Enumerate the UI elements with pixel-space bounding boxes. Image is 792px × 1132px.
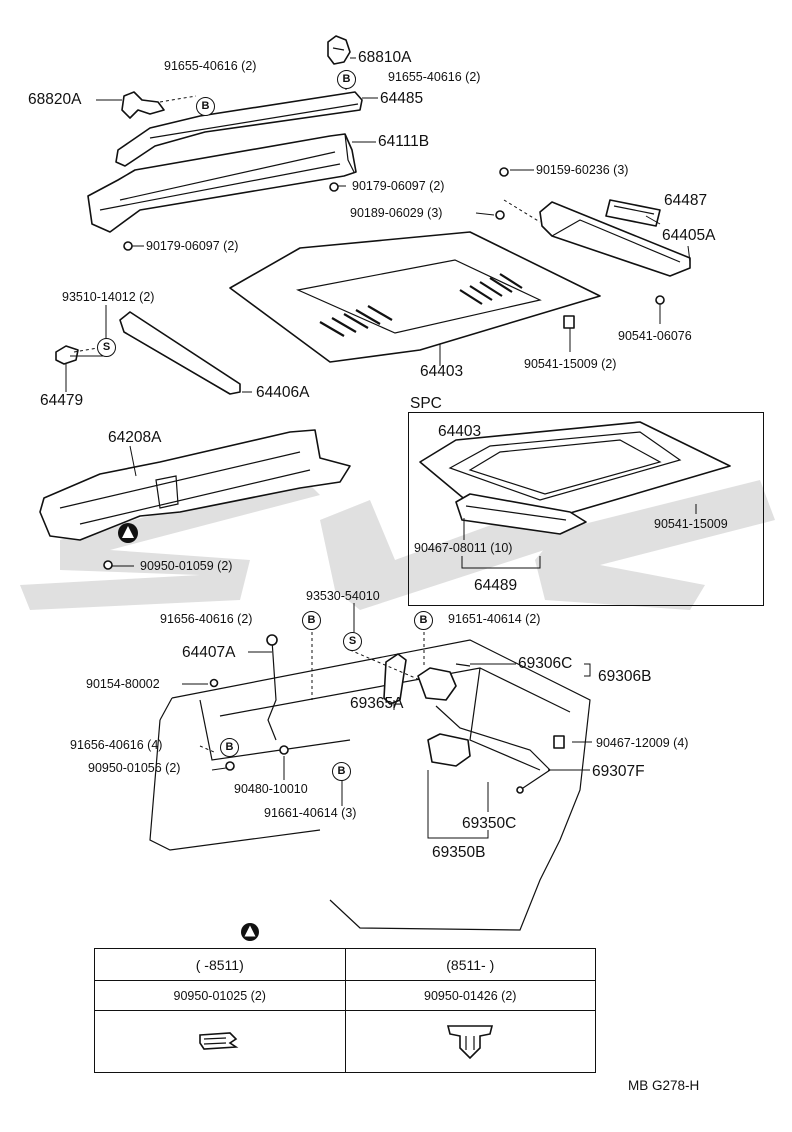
clip-left-icon xyxy=(198,1032,239,1050)
fasteners-lower xyxy=(103,560,565,771)
label-69306C: 69306C xyxy=(518,655,573,672)
part-69306B xyxy=(417,663,471,701)
spc-inset-box xyxy=(408,412,764,606)
legend-part-right: 90950-01426 (2) xyxy=(344,980,596,1011)
leader-lines xyxy=(65,57,697,839)
part-64487 xyxy=(605,199,661,227)
label-90480: 90480-10010 xyxy=(234,782,308,796)
label-91656-2: 91656-40616 (2) xyxy=(160,612,253,626)
label-90467-12009: 90467-12009 (4) xyxy=(596,736,689,750)
legend-clip-left xyxy=(94,1010,346,1073)
label-64406A: 64406A xyxy=(256,384,310,401)
label-64485: 64485 xyxy=(380,90,424,107)
part-64403 xyxy=(229,231,601,363)
clip-right-icon xyxy=(447,1025,494,1060)
dashed-leaders-top xyxy=(73,70,541,353)
part-64405A xyxy=(539,201,691,277)
spc-label-90467: 90467-08011 (10) xyxy=(414,541,513,555)
label-91661: 91661-40614 (3) xyxy=(264,806,357,820)
badge-b: B xyxy=(414,611,433,630)
badge-s: S xyxy=(97,338,116,357)
label-90159: 90159-60236 (3) xyxy=(536,163,629,177)
spc-label-64403: 64403 xyxy=(438,423,482,440)
spc-sunroof-panel xyxy=(419,421,731,535)
badge-s: S xyxy=(343,632,362,651)
label-69307F: 69307F xyxy=(592,763,645,780)
label-64487: 64487 xyxy=(664,192,708,209)
rear-body-floor xyxy=(149,639,591,931)
spc-label-90541: 90541-15009 xyxy=(654,517,728,531)
part-64208A xyxy=(39,429,351,541)
label-90189: 90189-06029 (3) xyxy=(350,206,443,220)
label-90541-06076: 90541-06076 xyxy=(618,329,692,343)
triangle-marker-icon xyxy=(118,523,138,543)
label-69306B: 69306B xyxy=(598,668,652,685)
legend-header-left: ( -8511) xyxy=(94,948,346,981)
label-90950-01056: 90950-01056 (2) xyxy=(88,761,181,775)
part-68810A xyxy=(327,35,351,65)
legend-header-right: (8511- ) xyxy=(344,948,596,981)
label-68820A: 68820A xyxy=(28,91,82,108)
badge-b: B xyxy=(337,70,356,89)
badge-b: B xyxy=(220,738,239,757)
label-64208A: 64208A xyxy=(108,429,162,446)
part-64407A xyxy=(266,634,278,741)
label-90179-mid: 90179-06097 (2) xyxy=(352,179,445,193)
spc-title: SPC xyxy=(410,395,442,412)
label-93510: 93510-14012 (2) xyxy=(62,290,155,304)
vent-slots-right xyxy=(459,273,523,305)
label-64407A: 64407A xyxy=(182,644,236,661)
label-68810A: 68810A xyxy=(358,49,412,66)
part-64479 xyxy=(55,345,79,365)
legend-table: ( -8511) (8511- ) 90950-01025 (2) 90950-… xyxy=(94,948,596,1073)
label-69365A: 69365A xyxy=(350,695,404,712)
legend-clip-right xyxy=(344,1010,596,1073)
label-91655-top-right: 91655-40616 (2) xyxy=(388,70,481,84)
label-64403: 64403 xyxy=(420,363,464,380)
label-91656-4: 91656-40616 (4) xyxy=(70,738,163,752)
vent-slots-left xyxy=(319,305,393,337)
triangle-marker-icon xyxy=(241,923,259,941)
fasteners-top xyxy=(123,167,665,329)
label-69350B: 69350B xyxy=(432,844,486,861)
part-64406A xyxy=(119,311,241,395)
label-64405A: 64405A xyxy=(662,227,716,244)
part-64485 xyxy=(115,91,363,167)
label-93530: 93530-54010 xyxy=(306,589,380,603)
label-90179-low: 90179-06097 (2) xyxy=(146,239,239,253)
footer-code: MB G278-H xyxy=(628,1078,700,1093)
label-90154: 90154-80002 xyxy=(86,677,160,691)
part-64111B xyxy=(87,133,357,233)
part-68820A xyxy=(121,91,165,119)
badge-b: B xyxy=(196,97,215,116)
label-90950-01059: 90950-01059 (2) xyxy=(140,559,233,573)
badge-b: B xyxy=(302,611,321,630)
spc-label-64489: 64489 xyxy=(474,577,518,594)
label-91651: 91651-40614 (2) xyxy=(448,612,541,626)
badge-b: B xyxy=(332,762,351,781)
label-69350C: 69350C xyxy=(462,815,517,832)
part-69350B xyxy=(427,705,551,794)
label-64479: 64479 xyxy=(40,392,84,409)
label-90541-15009-2: 90541-15009 (2) xyxy=(524,357,617,371)
label-91655-top-left: 91655-40616 (2) xyxy=(164,59,257,73)
legend-part-left: 90950-01025 (2) xyxy=(94,980,346,1011)
label-64111B: 64111B xyxy=(378,133,430,150)
